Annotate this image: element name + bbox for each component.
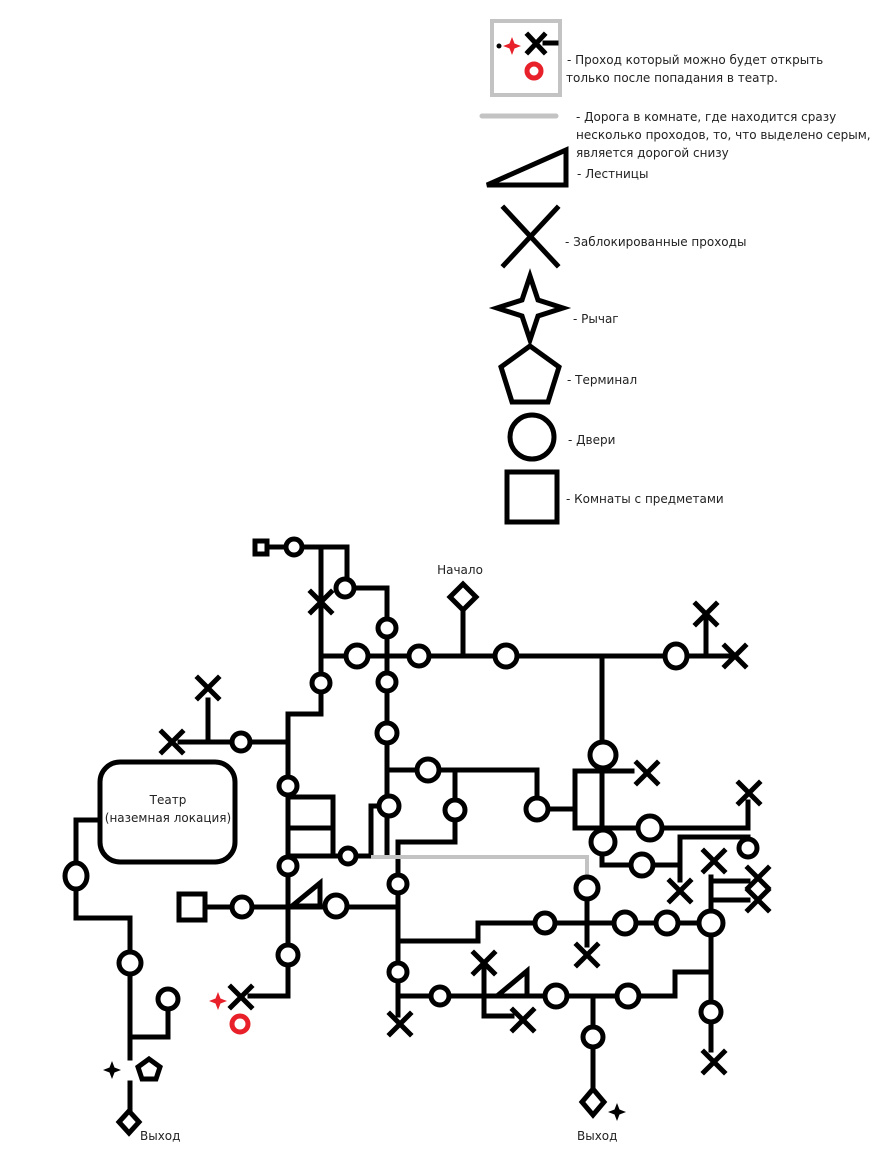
lever-icon	[608, 1103, 626, 1121]
door-icon	[736, 836, 760, 860]
door-icon	[275, 942, 301, 968]
door-icon	[229, 894, 255, 920]
door-icon	[229, 730, 253, 754]
blocked-x-icon	[637, 763, 657, 783]
legend-door-icon	[507, 412, 557, 462]
legend-terminal-icon	[498, 342, 562, 405]
blocked-x-icon	[748, 868, 768, 888]
legend-blocked-text: - Заблокированные проходы	[565, 235, 746, 249]
legend-terminal-text: - Терминал	[567, 373, 637, 387]
red-door-icon	[229, 1013, 251, 1035]
door-icon	[696, 908, 726, 938]
blocked-x-icon	[577, 945, 597, 965]
doors	[62, 536, 760, 1050]
legend-item-rooms-text: - Комнаты с предметами	[566, 492, 724, 506]
door-icon	[283, 536, 305, 558]
theater-location	[97, 759, 238, 865]
door-icon	[386, 872, 410, 896]
stairs-icon	[490, 965, 530, 999]
door-icon	[62, 860, 90, 892]
door-icon	[580, 1024, 606, 1050]
legend-doors-text: - Двери	[568, 433, 615, 447]
door-icon	[587, 739, 619, 771]
legend-gray-road-text-2: несколько проходов, то, что выделено сер…	[576, 128, 871, 142]
door-icon	[116, 949, 144, 977]
door-icon	[573, 874, 601, 902]
blocked-x-icon	[748, 890, 768, 910]
door-icon	[276, 854, 300, 878]
door-icon	[628, 851, 656, 879]
blocked-x-icon	[704, 1052, 724, 1072]
door-icon	[322, 892, 350, 920]
door-icon	[635, 813, 665, 843]
door-icon	[406, 643, 432, 669]
theater-subtitle: (наземная локация)	[105, 811, 231, 825]
item-room	[252, 538, 270, 557]
door-icon	[343, 642, 371, 670]
exit-label-right: Выход	[577, 1129, 617, 1143]
lever-icon	[103, 1061, 121, 1079]
door-icon	[276, 774, 300, 798]
blocked-x-icon	[513, 1010, 533, 1030]
legend-theater-gated-icon	[490, 19, 562, 97]
door-icon	[492, 642, 520, 670]
legend-lever-icon	[488, 268, 572, 348]
legend-blocked-icon	[500, 204, 561, 269]
theater-title: Театр	[149, 793, 187, 807]
exit-label-left: Выход	[140, 1129, 180, 1143]
door-icon	[611, 909, 639, 937]
door-icon	[588, 827, 618, 857]
gray-lower-road	[371, 855, 589, 878]
legend-theater-gated-text-2: только после попадания в театр.	[566, 71, 778, 85]
door-icon	[442, 797, 468, 823]
blocked-x-icon	[198, 678, 218, 698]
door-icon	[375, 670, 399, 694]
start-label: Начало	[437, 563, 483, 577]
blocked-x-icon	[670, 881, 690, 901]
door-icon	[532, 910, 558, 936]
door-icon	[376, 793, 402, 819]
blocked-x-icon	[704, 851, 724, 871]
door-icon	[374, 720, 400, 746]
legend-item-room-icon	[504, 469, 560, 525]
door-icon	[698, 999, 724, 1025]
legend-stairs-text: - Лестницы	[577, 167, 648, 181]
stairs-icon	[285, 877, 323, 909]
door-icon	[333, 576, 357, 600]
item-room	[176, 891, 208, 923]
door-icon	[523, 795, 551, 823]
legend-gray-road-text-3: является дорогой снизу	[576, 146, 729, 160]
exit-diamond-icon	[115, 1107, 143, 1137]
legend-gray-road-text-1: - Дорога в комнате, где находится сразу	[576, 110, 836, 124]
legend: - Проход который можно будет открыть тол…	[479, 19, 871, 525]
terminal-icon	[135, 1055, 163, 1082]
start-diamond-icon	[446, 580, 480, 614]
door-icon	[614, 982, 642, 1010]
door-icon	[542, 982, 570, 1010]
legend-stairs-icon	[485, 146, 569, 188]
door-icon	[337, 845, 359, 867]
door-icon	[155, 986, 181, 1012]
legend-lever-text: - Рычаг	[573, 312, 619, 326]
door-icon	[375, 616, 399, 640]
legend-theater-gated-text: - Проход который можно будет открыть	[567, 53, 823, 67]
door-icon	[386, 960, 410, 984]
door-icon	[662, 641, 690, 671]
door-icon	[653, 909, 681, 937]
red-lever-icon	[209, 992, 227, 1010]
door-icon	[428, 984, 452, 1008]
door-icon	[414, 756, 442, 784]
exit-diamond-icon	[578, 1085, 608, 1119]
theater-gated-passage	[209, 992, 251, 1035]
door-icon	[309, 671, 333, 695]
